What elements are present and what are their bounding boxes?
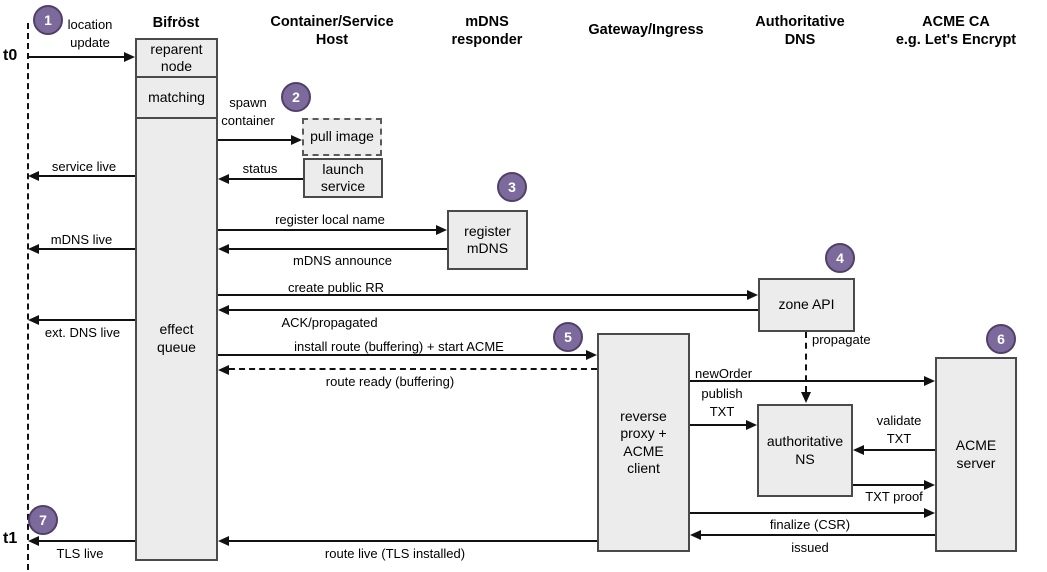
effect-queue-label: effect queue: [157, 321, 196, 356]
message-label-service-live: service live: [51, 159, 117, 174]
step-badge-3: 3: [497, 172, 527, 202]
arrow-line-mdns-announce: [229, 248, 447, 250]
message-label-register-local-name: register local name: [275, 212, 385, 227]
activation-box-launch-service: launch service: [303, 158, 383, 198]
arrowhead-create-public-rr: [747, 290, 758, 300]
arrow-line-tls-live: [39, 540, 135, 542]
message-label-new-order: newOrder: [695, 366, 753, 381]
message-label-route-ready: route ready (buffering): [325, 374, 455, 389]
arrow-line-create-public-rr: [218, 294, 747, 296]
arrow-line-route-ready: [229, 368, 597, 370]
message-label-create-public-rr: create public RR: [287, 280, 385, 295]
arrowhead-route-live: [218, 536, 229, 546]
activation-box-reverse-proxy: reverse proxy + ACME client: [597, 333, 690, 552]
arrow-line-install-route: [218, 354, 586, 356]
arrowhead-txt-proof: [924, 480, 935, 490]
arrow-line-location-update: [28, 56, 124, 58]
activation-box-zone-api: zone API: [758, 278, 855, 332]
message-label-issued: issued: [791, 540, 829, 555]
activation-box-matching: matching: [135, 76, 218, 119]
lifeline-header-bifrost: Bifröst: [152, 15, 200, 31]
arrow-line-status: [229, 178, 303, 180]
arrowhead-service-live: [28, 171, 39, 181]
activation-bar-effect-queue: [135, 117, 218, 561]
lifeline-header-acme-ca: ACME CA e.g. Let's Encrypt: [895, 14, 1017, 49]
arrowhead-route-ready: [218, 365, 229, 375]
arrowhead-status: [218, 174, 229, 184]
lifeline-header-container-host: Container/Service Host: [270, 14, 394, 49]
message-label-mdns-announce: mDNS announce: [293, 253, 392, 268]
arrowhead-propagate: [801, 392, 811, 403]
message-label-location-update: location update: [67, 17, 113, 50]
arrow-line-propagate: [805, 332, 807, 392]
time-label-t0: t0: [3, 47, 18, 64]
arrow-line-txt-proof: [853, 484, 924, 486]
step-badge-4: 4: [825, 243, 855, 273]
arrow-line-validate-txt: [864, 449, 935, 451]
arrowhead-new-order: [924, 376, 935, 386]
arrowhead-ack-propagated: [218, 305, 229, 315]
arrowhead-tls-live: [28, 536, 39, 546]
message-label-finalize-csr: finalize (CSR): [769, 517, 851, 532]
step-badge-1: 1: [33, 5, 63, 35]
arrowhead-validate-txt: [853, 445, 864, 455]
message-label-install-route: install route (buffering) + start ACME: [294, 339, 504, 354]
arrow-line-mdns-live: [39, 248, 135, 250]
arrow-line-finalize-csr: [690, 512, 924, 514]
message-label-ack-propagated: ACK/propagated: [281, 315, 378, 330]
arrowhead-finalize-csr: [924, 508, 935, 518]
lifeline-header-mdns-responder: mDNS responder: [451, 14, 523, 49]
arrow-line-publish-txt: [690, 424, 746, 426]
arrowhead-mdns-live: [28, 244, 39, 254]
arrowhead-register-local-name: [436, 225, 447, 235]
message-label-txt-proof: TXT proof: [865, 489, 923, 504]
timeline-dashed-line: [27, 23, 29, 570]
message-label-propagate: propagate: [812, 332, 871, 347]
arrowhead-install-route: [586, 350, 597, 360]
lifeline-header-authoritative-dns: Authoritative DNS: [755, 14, 845, 49]
message-label-publish-txt: publish TXT: [701, 386, 743, 419]
arrowhead-publish-txt: [746, 420, 757, 430]
arrow-line-issued: [701, 534, 935, 536]
arrow-line-service-live: [39, 175, 135, 177]
message-label-validate-txt: validate TXT: [876, 413, 922, 446]
step-badge-6: 6: [986, 324, 1016, 354]
message-label-status: status: [242, 161, 278, 176]
arrow-line-new-order: [690, 380, 924, 382]
message-label-route-live: route live (TLS installed): [324, 546, 466, 561]
lifeline-header-gateway: Gateway/Ingress: [588, 22, 704, 38]
message-label-ext-dns-live: ext. DNS live: [44, 325, 121, 340]
activation-box-pull-image: pull image: [302, 118, 382, 156]
arrow-line-spawn-container: [218, 139, 291, 141]
message-label-mdns-live: mDNS live: [50, 232, 113, 247]
step-badge-5: 5: [553, 322, 583, 352]
arrow-line-route-live: [229, 540, 597, 542]
arrow-line-ack-propagated: [229, 309, 758, 311]
message-label-tls-live: TLS live: [56, 546, 104, 561]
step-badge-7: 7: [28, 505, 58, 535]
activation-box-register-mdns: register mDNS: [447, 210, 528, 270]
arrowhead-mdns-announce: [218, 244, 229, 254]
arrow-line-ext-dns-live: [39, 319, 135, 321]
arrowhead-issued: [690, 530, 701, 540]
time-label-t1: t1: [3, 530, 18, 547]
arrowhead-spawn-container: [291, 135, 302, 145]
step-badge-2: 2: [281, 82, 311, 112]
activation-box-reparent-node: reparent node: [135, 38, 218, 78]
arrowhead-location-update: [124, 52, 135, 62]
arrowhead-ext-dns-live: [28, 315, 39, 325]
arrow-line-register-local-name: [218, 229, 436, 231]
activation-box-authoritative-ns: authoritative NS: [757, 404, 853, 497]
activation-box-acme-server: ACME server: [935, 357, 1017, 552]
message-label-spawn-container: spawn container: [221, 95, 275, 128]
